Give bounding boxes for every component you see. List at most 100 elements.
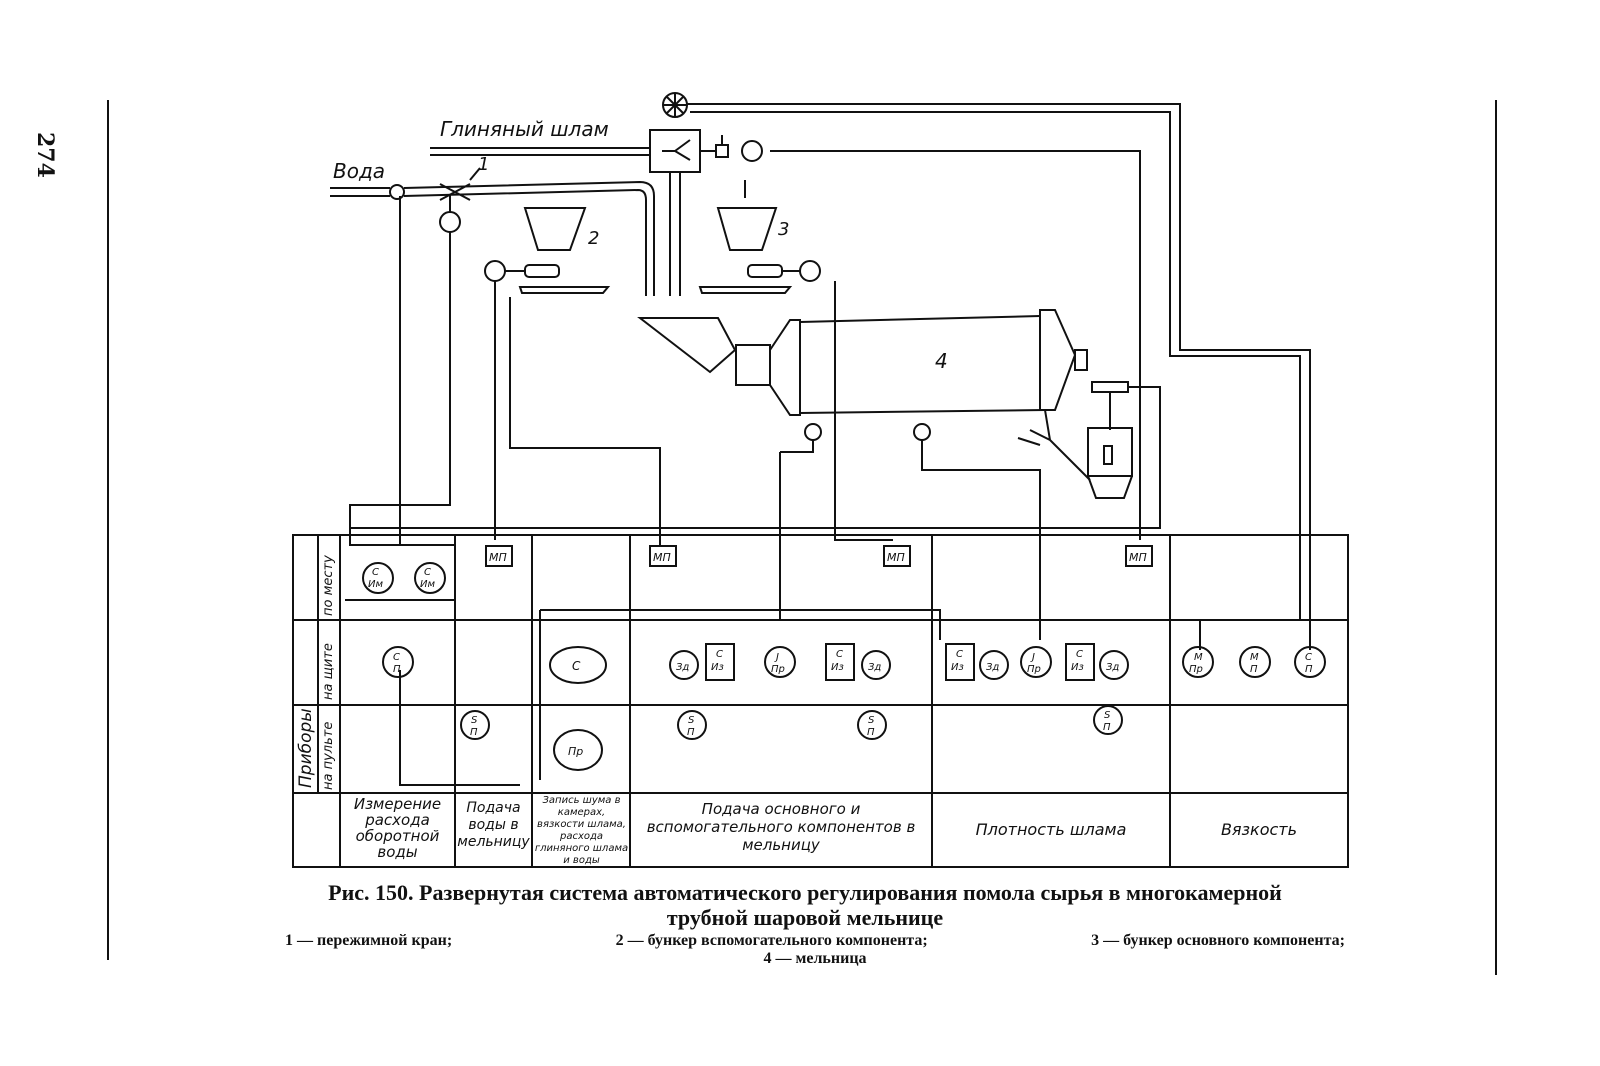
mp-box-3: МП xyxy=(883,545,911,567)
legend-item-3: 3 — бункер основного компонента; xyxy=(1091,932,1345,949)
svg-text:М: М xyxy=(1250,652,1259,663)
svg-text:Зд: Зд xyxy=(868,662,881,673)
svg-text:С: С xyxy=(836,649,843,660)
water-label: Вода xyxy=(333,159,385,183)
instrument-j-pr-1: J Пр xyxy=(764,646,796,678)
figure-legend: 1 — пережимной кран; 2 — бункер вспомога… xyxy=(285,932,1345,968)
pinch-valve xyxy=(439,183,471,201)
svg-text:Зд: Зд xyxy=(1106,662,1119,673)
instrument-c-p-water: С П xyxy=(382,646,414,678)
instrument-c-iz-1: С Из xyxy=(705,643,735,681)
svg-text:Пр: Пр xyxy=(1027,664,1041,675)
figure-caption: Рис. 150. Развернутая система автоматиче… xyxy=(328,880,1282,930)
svg-text:П: П xyxy=(867,727,875,738)
mp-box-1: МП xyxy=(485,545,513,567)
svg-text:S: S xyxy=(1104,710,1111,721)
svg-text:J: J xyxy=(774,652,779,663)
svg-text:Из: Из xyxy=(711,662,724,673)
instrument-m-pr: М Пр xyxy=(1182,646,1214,678)
instrument-c-iz-4: С Из xyxy=(1065,643,1095,681)
svg-text:С: С xyxy=(956,649,963,660)
hopper-main xyxy=(716,207,778,251)
svg-text:Зд: Зд xyxy=(676,662,689,673)
instrument-m-p: М П xyxy=(1239,646,1271,678)
callout-3: 3 xyxy=(778,219,789,240)
recorder-c: С xyxy=(549,646,607,684)
svg-text:S: S xyxy=(868,715,875,726)
instrument-zd-2: Зд xyxy=(861,650,891,680)
mill-inlet-trunnion xyxy=(735,344,771,386)
instrument-zd-4: Зд xyxy=(1099,650,1129,680)
svg-text:П: П xyxy=(1103,722,1111,733)
legend-item-1: 1 — пережимной кран; xyxy=(285,932,453,949)
distributor-fan xyxy=(662,139,691,161)
col-viscosity: Вязкость xyxy=(1220,820,1298,839)
instrument-c-p-viscosity: С П xyxy=(1294,646,1326,678)
viscometer-head xyxy=(1091,381,1129,393)
svg-text:П: П xyxy=(470,727,478,738)
instrument-s-p-4: S П xyxy=(1093,705,1123,735)
instrument-s-p-3: S П xyxy=(857,710,887,740)
mill-noise-sensor-1 xyxy=(804,423,822,441)
svg-text:С: С xyxy=(372,567,379,578)
mill-outlet-end xyxy=(1039,309,1077,411)
instrument-c-iz-2: С Из xyxy=(825,643,855,681)
panel-frame xyxy=(292,534,1349,868)
mill-body-top xyxy=(799,315,1041,323)
svg-text:МП: МП xyxy=(489,551,507,564)
row-board-label: на щите xyxy=(321,643,336,700)
col-component-feed: Подача основного и вспомогательного комп… xyxy=(646,800,916,854)
svg-text:МП: МП xyxy=(887,551,905,564)
callout-1: 1 xyxy=(478,154,489,175)
mill-inlet-chute xyxy=(637,317,737,374)
svg-text:С: С xyxy=(424,567,431,578)
hopper-aux xyxy=(523,207,587,251)
svg-text:Им: Им xyxy=(420,579,435,590)
row-local-label: по месту xyxy=(321,555,336,616)
clay-slurry-label: Глиняный шлам xyxy=(440,117,609,141)
instrument-zd-1: Зд xyxy=(669,650,699,680)
svg-text:Зд: Зд xyxy=(986,662,999,673)
water-pipe-bend xyxy=(403,180,655,296)
svg-text:С: С xyxy=(572,659,581,673)
flow-meter-water xyxy=(389,184,405,200)
density-tank xyxy=(1087,427,1133,477)
col-water-feed: Подача воды в мельницу xyxy=(457,800,530,850)
water-pipe-in xyxy=(330,187,390,197)
water-valve-motor xyxy=(439,211,461,233)
svg-text:МП: МП xyxy=(1129,551,1147,564)
svg-text:С: С xyxy=(1076,649,1083,660)
legend-item-2: 2 — бункер вспомогательного компонента; xyxy=(615,932,928,949)
slurry-motor xyxy=(741,140,763,162)
row-console-label: на пульте xyxy=(321,721,336,790)
feeder-aux-motor xyxy=(484,260,506,282)
mill-body-bottom xyxy=(799,409,1046,414)
svg-text:П: П xyxy=(687,727,695,738)
svg-text:Из: Из xyxy=(951,662,964,673)
mp-box-2: МП xyxy=(649,545,677,567)
recorder-pr: Пр xyxy=(553,729,603,771)
feeder-main-motor xyxy=(799,260,821,282)
svg-text:S: S xyxy=(688,715,695,726)
mp-box-4: МП xyxy=(1125,545,1153,567)
svg-text:Из: Из xyxy=(831,662,844,673)
instrument-s-p-2: S П xyxy=(677,710,707,740)
feeder-aux xyxy=(518,286,611,294)
mill-discharge xyxy=(1017,409,1091,481)
svg-text:Пр: Пр xyxy=(568,745,583,758)
svg-text:Пр: Пр xyxy=(771,664,785,675)
instrument-j-pr-2: J Пр xyxy=(1020,646,1052,678)
svg-text:МП: МП xyxy=(653,551,671,564)
svg-text:Пр: Пр xyxy=(1189,664,1203,675)
col-water-measure: Измерение расхода оборотной воды xyxy=(353,795,442,861)
instrument-c-im-2: С Им xyxy=(414,562,446,594)
feeder-main xyxy=(698,286,793,294)
callout-4: 4 xyxy=(935,349,948,373)
svg-text:П: П xyxy=(393,664,401,675)
instrument-c-im-1: С Им xyxy=(362,562,394,594)
instrument-c-iz-3: С Из xyxy=(945,643,975,681)
svg-text:М: М xyxy=(1194,652,1203,663)
col-noise-record: Запись шума в камерах, вязкости шлама, р… xyxy=(534,795,629,866)
svg-text:П: П xyxy=(1305,664,1313,675)
